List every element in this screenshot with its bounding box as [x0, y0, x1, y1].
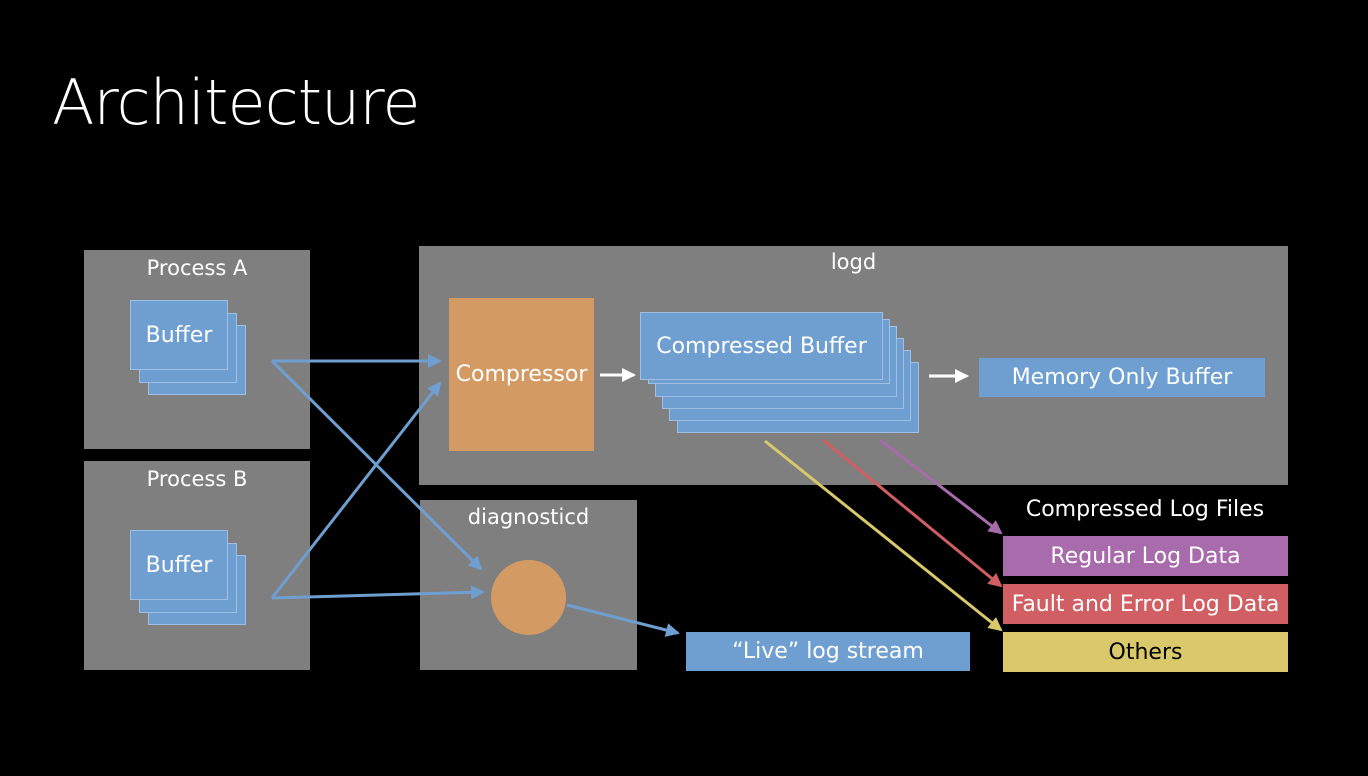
fault-error-log-data-label: Fault and Error Log Data: [1011, 591, 1280, 617]
diagnosticd-circle: [491, 560, 566, 635]
memory-only-buffer: Memory Only Buffer: [979, 358, 1265, 397]
compressor-box: Compressor: [449, 298, 594, 451]
regular-log-data-label: Regular Log Data: [1050, 543, 1241, 569]
regular-log-data-bar: Regular Log Data: [1003, 536, 1288, 576]
compressed-buffer-label: Compressed Buffer: [656, 333, 867, 359]
others-bar: Others: [1003, 632, 1288, 672]
logd-label: logd: [830, 250, 877, 274]
process-a-buffer-label: Buffer: [145, 322, 213, 348]
process-a-buffer: Buffer: [130, 300, 228, 370]
process-b-buffer: Buffer: [130, 530, 228, 600]
process-a-panel: Process A: [84, 250, 310, 449]
live-log-stream-label: “Live” log stream: [732, 639, 924, 664]
live-log-stream: “Live” log stream: [686, 632, 970, 671]
process-b-label: Process B: [146, 467, 248, 491]
slide-title: Architecture: [52, 66, 421, 139]
diagnosticd-label: diagnosticd: [467, 505, 590, 529]
fault-error-log-data-bar: Fault and Error Log Data: [1003, 584, 1288, 624]
process-b-buffer-label: Buffer: [145, 552, 213, 578]
compressed-buffer: Compressed Buffer: [640, 312, 883, 380]
memory-only-buffer-label: Memory Only Buffer: [1011, 365, 1233, 390]
compressed-log-files-heading: Compressed Log Files: [1025, 497, 1265, 522]
others-label: Others: [1108, 639, 1183, 665]
compressor-label: Compressor: [455, 362, 588, 387]
process-a-label: Process A: [146, 256, 248, 280]
